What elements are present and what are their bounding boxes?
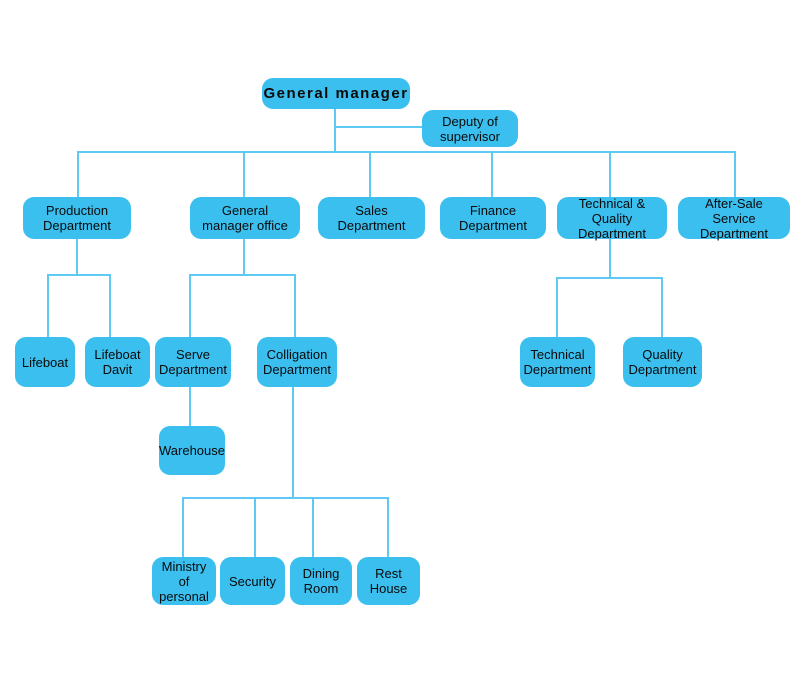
connector-gm-office-rail [189,274,296,276]
connector-drop-lifeboat-davit [109,274,111,337]
node-quality-department: Quality Department [623,337,702,387]
connector-drop-rest [387,497,389,557]
node-security: Security [220,557,285,605]
node-ministry-of-personal: Ministry of personal [152,557,216,605]
node-after-sale-service-department: After-Sale Service Department [678,196,790,241]
connector-colligation-rail [182,497,389,499]
node-production-department: Production Department [23,197,131,239]
node-deputy-of-supervisor: Deputy of supervisor [422,110,518,147]
node-lifeboat-davit: Lifeboat Davit [85,337,150,387]
connector-drop-dining [312,497,314,557]
node-lifeboat: Lifeboat [15,337,75,387]
connector-drop-serve [189,274,191,337]
node-colligation-department: Colligation Department [257,337,337,387]
connector-drop-colligation [294,274,296,337]
node-warehouse: Warehouse [159,426,225,475]
connector-main-rail [77,151,736,153]
connector-technical-quality-down [609,238,611,279]
node-general-manager-office: General manager office [190,197,300,239]
node-dining-room: Dining Room [290,557,352,605]
connector-drop-technical [556,277,558,337]
connector-gm-deputy [334,126,422,128]
connector-production-rail [47,274,111,276]
connector-drop-ministry [182,497,184,557]
node-sales-department: Sales Department [318,197,425,239]
connector-drop-security [254,497,256,557]
node-technical-department: Technical Department [520,337,595,387]
node-rest-house: Rest House [357,557,420,605]
node-technical-quality-department: Technical & Quality Department [557,196,667,241]
connector-drop-sales [369,151,371,197]
connector-serve-warehouse [189,387,191,426]
connector-drop-gm-office [243,151,245,197]
connector-drop-lifeboat [47,274,49,337]
connector-gm-office-down [243,238,245,276]
connector-drop-after-sale [734,151,736,197]
connector-technical-quality-rail [556,277,663,279]
connector-drop-production [77,151,79,197]
connector-drop-finance [491,151,493,197]
connector-production-down [76,238,78,276]
connector-gm-down [334,108,336,153]
node-serve-department: Serve Department [155,337,231,387]
node-finance-department: Finance Department [440,197,546,239]
connector-drop-quality [661,277,663,337]
connector-colligation-down [292,387,294,499]
connector-drop-technical-quality [609,151,611,197]
node-general-manager: General manager [262,78,410,109]
